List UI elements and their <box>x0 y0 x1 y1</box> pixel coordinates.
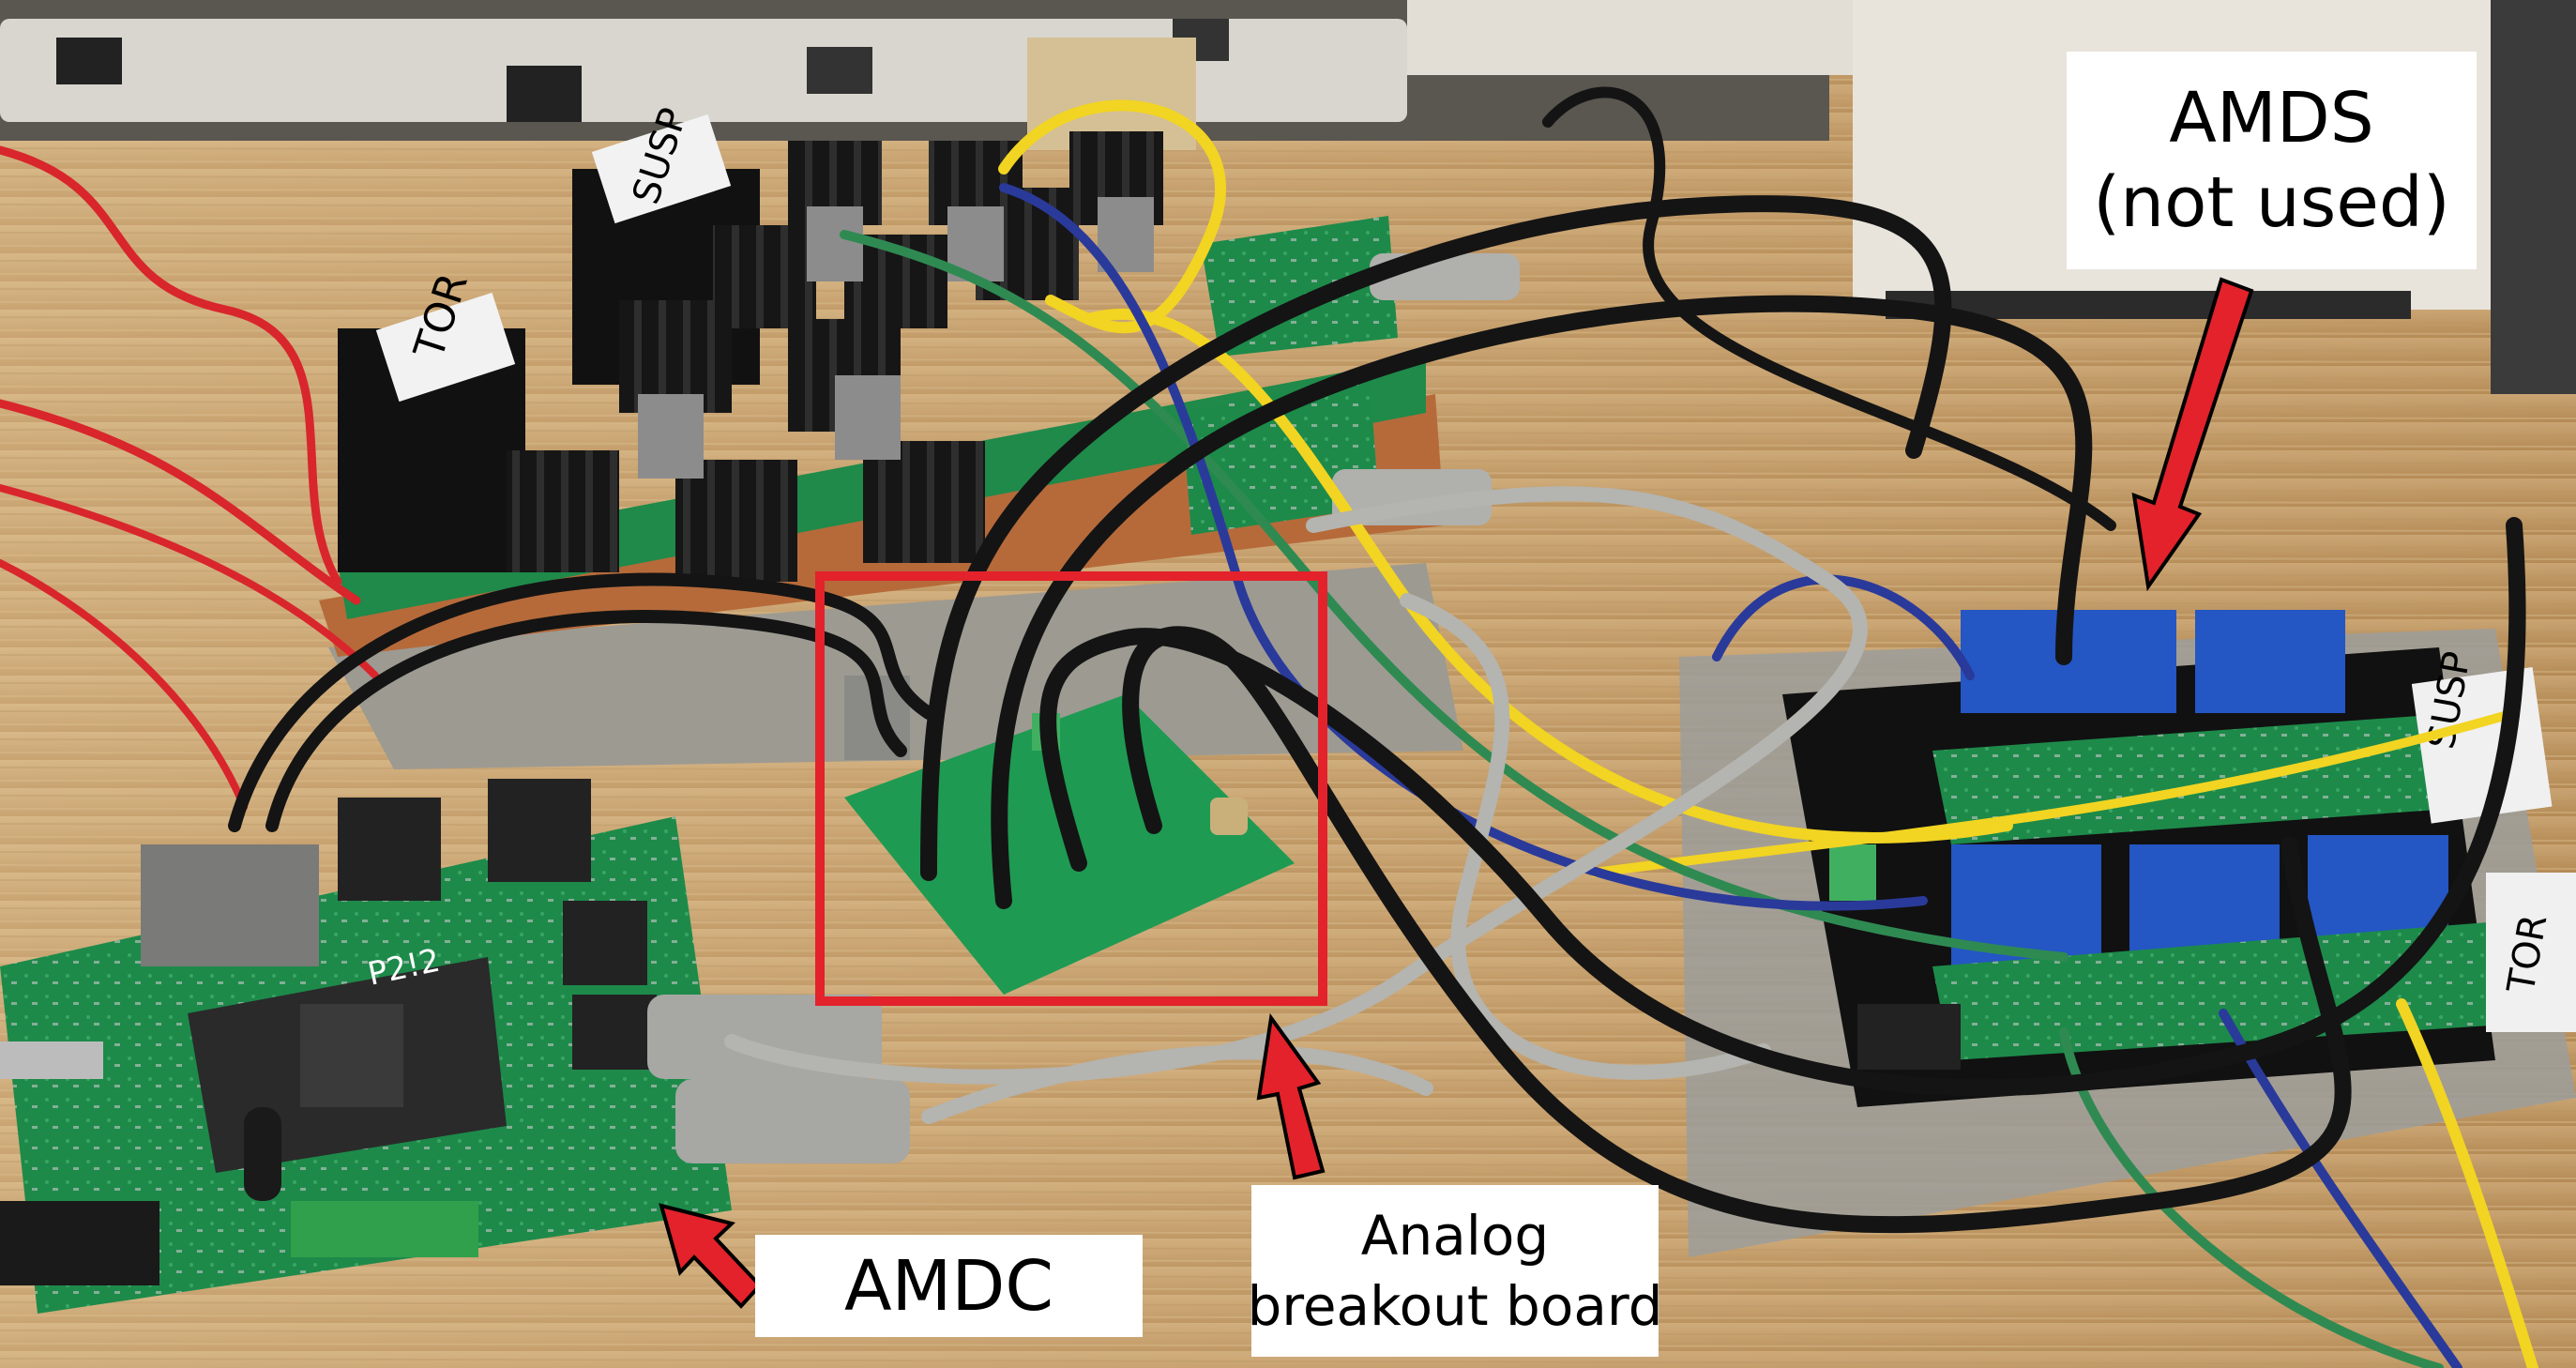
arrow-to-amdc <box>659 1203 763 1309</box>
amds-label-line2: (not used) <box>2093 162 2450 243</box>
arrow-to-amds <box>2131 277 2254 592</box>
background-equipment <box>0 0 2576 394</box>
analog-label-line1: Analog <box>1360 1204 1550 1269</box>
analog-callout-label: Analog breakout board <box>1247 1185 1663 1357</box>
amds-callout-label: AMDS (not used) <box>2067 52 2477 269</box>
amdc-board: P2!2 <box>0 779 910 1314</box>
arrow-to-analog-board <box>1256 1012 1326 1180</box>
callout-arrows <box>659 277 2254 1309</box>
analog-board-highlight-box <box>815 571 1327 1006</box>
analog-label-line2: breakout board <box>1247 1273 1663 1338</box>
amds-label-line1: AMDS <box>2169 77 2374 159</box>
cable-bundle <box>0 86 2538 1368</box>
amdc-label-text: AMDC <box>843 1245 1054 1327</box>
amdc-callout-label: AMDC <box>755 1235 1143 1337</box>
